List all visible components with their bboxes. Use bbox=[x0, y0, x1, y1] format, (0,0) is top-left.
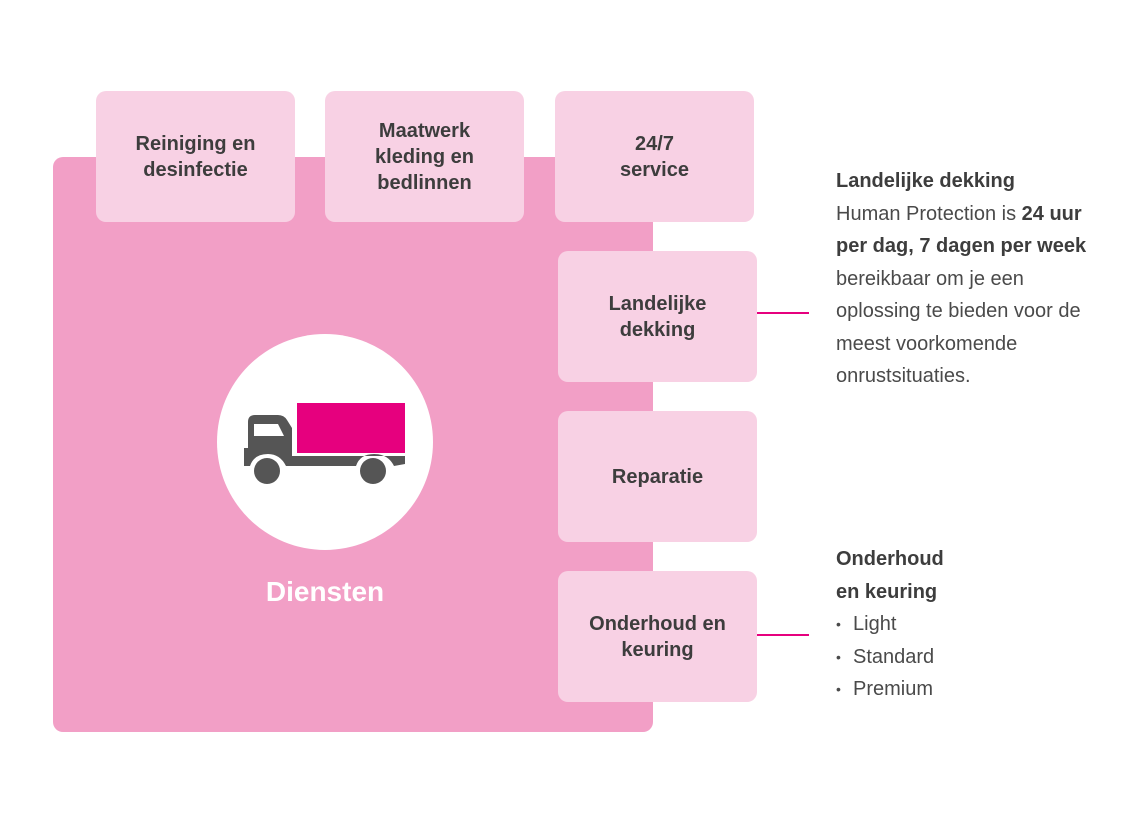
coverage-text-bold: 24 uur per dag, 7 dagen per week bbox=[836, 202, 1087, 258]
list-item: • Premium bbox=[836, 673, 1106, 706]
connector-line-dekking bbox=[757, 312, 809, 314]
coverage-description: Landelijke dekking Human Protection is 2… bbox=[836, 165, 1106, 393]
list-item-label: Premium bbox=[853, 678, 934, 700]
bullet-icon: • bbox=[836, 616, 841, 632]
card-landelijke-dekking[interactable]: Landelijke dekking bbox=[558, 251, 757, 382]
truck-icon bbox=[244, 403, 405, 484]
card-onderhoud[interactable]: Onderhoud en keuring bbox=[558, 571, 757, 702]
card-onderhoud-label: Onderhoud en keuring bbox=[589, 612, 726, 661]
list-item: • Standard bbox=[836, 641, 1106, 674]
maintenance-heading-line1: Onderhoud bbox=[836, 548, 944, 570]
bullet-icon: • bbox=[836, 648, 841, 665]
maintenance-list: • Light • Standard • Premium bbox=[836, 608, 1106, 706]
coverage-text-after: bereikbaar om je een oplossing te bieden… bbox=[836, 267, 1081, 388]
hub-label: Diensten bbox=[265, 576, 385, 607]
bullet-icon: • bbox=[836, 681, 841, 697]
coverage-heading: Landelijke dekking bbox=[836, 170, 1015, 192]
card-reparatie[interactable]: Reparatie bbox=[558, 411, 757, 542]
maintenance-heading-line2: en keuring bbox=[836, 580, 938, 603]
coverage-text-before: Human Protection is bbox=[836, 202, 1022, 225]
card-service-label: 24/7 service bbox=[620, 132, 689, 181]
card-service[interactable]: 24/7 service bbox=[555, 91, 754, 222]
maintenance-description: Onderhoud en keuring • Light • Standard • P… bbox=[836, 543, 1106, 706]
card-maatwerk[interactable]: Maatwerk kleding en bedlinnen bbox=[325, 91, 524, 222]
connector-line-onderhoud bbox=[757, 634, 809, 636]
card-maatwerk-label: Maatwerk kleding en bedlinnen bbox=[375, 119, 474, 194]
list-item-label: Standard bbox=[853, 645, 935, 668]
card-landelijke-dekking-label: Landelijke dekking bbox=[608, 292, 707, 341]
list-item-label: Light bbox=[853, 613, 897, 635]
card-reiniging-label: Reiniging en desinfectie bbox=[135, 132, 256, 181]
card-reiniging[interactable]: Reiniging en desinfectie bbox=[96, 91, 295, 222]
card-reparatie-label: Reparatie bbox=[611, 465, 704, 488]
list-item: • Light bbox=[836, 608, 1106, 641]
